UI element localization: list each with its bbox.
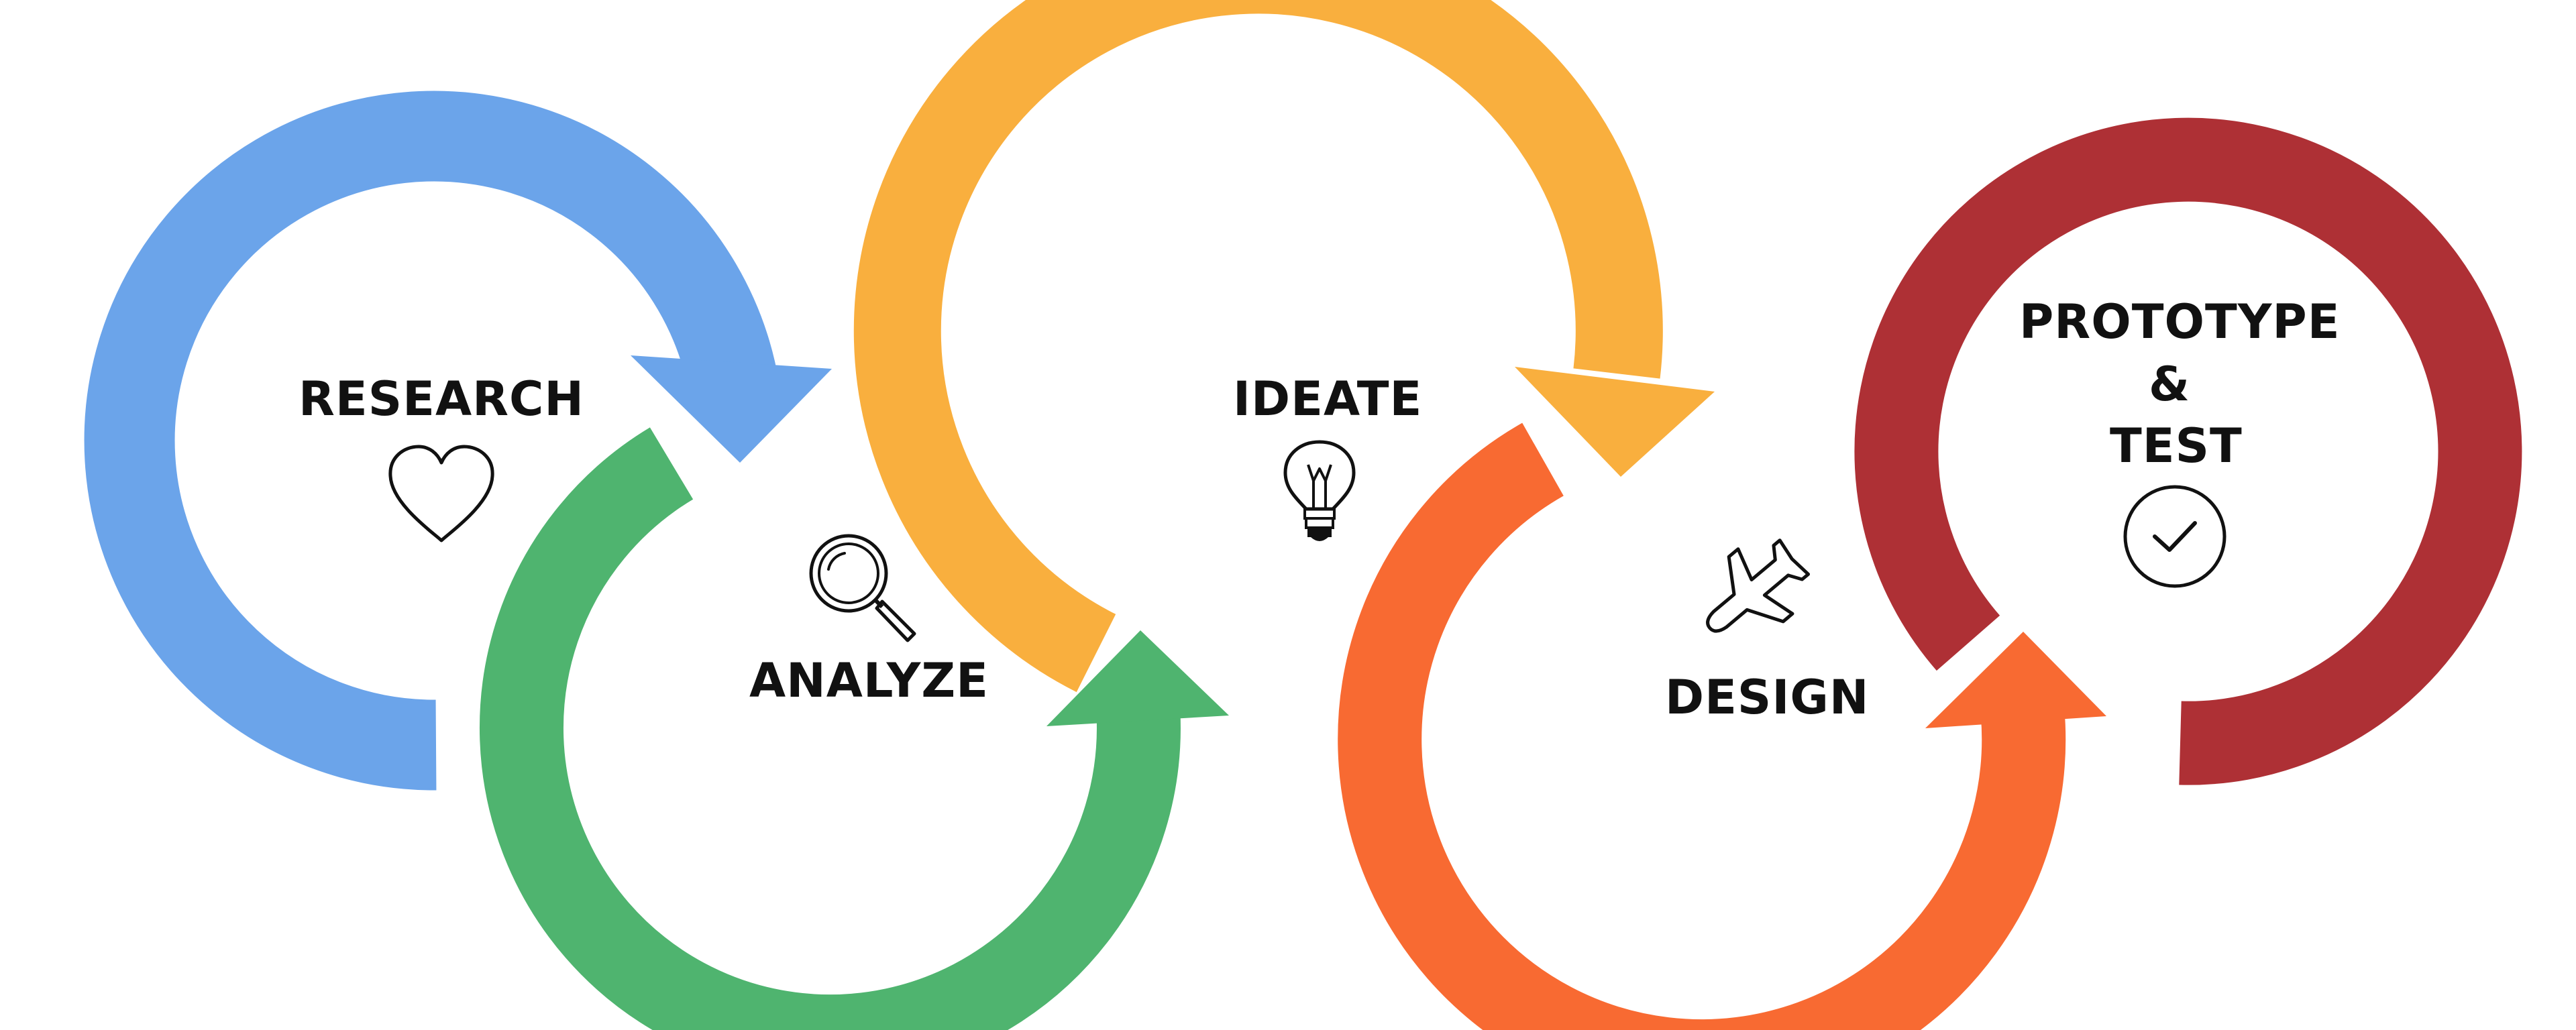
ampersand-label: &	[2149, 357, 2191, 412]
research-label: RESEARCH	[299, 371, 584, 426]
research-arrowhead	[631, 355, 832, 463]
heart-icon	[388, 445, 495, 546]
analyze-label: ANALYZE	[749, 653, 989, 708]
test-label: TEST	[2110, 418, 2243, 473]
design-ring	[1338, 422, 2066, 1030]
lightbulb-icon	[1283, 439, 1356, 547]
ideate-arrowhead	[1515, 367, 1715, 477]
analyze-arrow	[480, 427, 1229, 1030]
checkmark-circle-icon	[2121, 483, 2229, 590]
design-arrowhead	[1925, 632, 2106, 728]
ideate-label: IDEATE	[1233, 371, 1423, 426]
magnifier-icon	[807, 532, 921, 646]
prototype-label: PROTOTYPE	[2019, 294, 2341, 349]
prototype-test-ring-group	[1854, 117, 2522, 785]
airplane-icon	[1690, 536, 1811, 650]
ideate-arrow	[853, 0, 1715, 693]
design-label: DESIGN	[1665, 670, 1870, 725]
analyze-arrowhead	[1046, 630, 1229, 726]
research-arrow	[84, 91, 832, 791]
design-arrow	[1338, 422, 2106, 1030]
ideate-ring	[853, 0, 1663, 693]
analyze-ring	[480, 427, 1181, 1030]
research-ring	[84, 91, 780, 791]
prototype-test-ring	[1854, 117, 2522, 785]
